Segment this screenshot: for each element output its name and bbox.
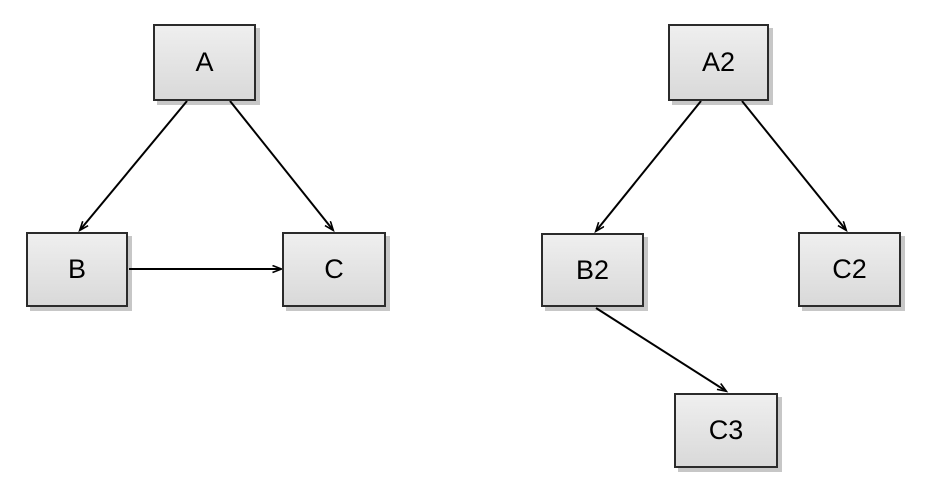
node-label-c2: C2 xyxy=(832,254,867,284)
node-a2[interactable]: A2 xyxy=(668,24,769,101)
edge-a-to-b xyxy=(80,100,188,230)
edge-a2-to-c2 xyxy=(741,100,846,230)
node-c[interactable]: C xyxy=(282,232,386,307)
edges-group xyxy=(80,100,846,391)
node-b2[interactable]: B2 xyxy=(541,233,644,307)
node-c2[interactable]: C2 xyxy=(798,232,901,307)
node-label-a2: A2 xyxy=(701,47,736,77)
edge-a2-to-b2 xyxy=(596,100,702,231)
node-label-c3: C3 xyxy=(708,415,744,445)
node-c3[interactable]: C3 xyxy=(674,393,778,468)
edge-a-to-c xyxy=(229,100,333,230)
node-a[interactable]: A xyxy=(153,24,256,101)
node-label-b: B xyxy=(67,254,86,284)
node-b[interactable]: B xyxy=(26,232,128,307)
edge-b2-to-c3 xyxy=(595,307,726,391)
node-label-b2: B2 xyxy=(575,254,610,285)
node-label-c: C xyxy=(324,254,344,284)
node-label-a: A xyxy=(195,47,214,77)
